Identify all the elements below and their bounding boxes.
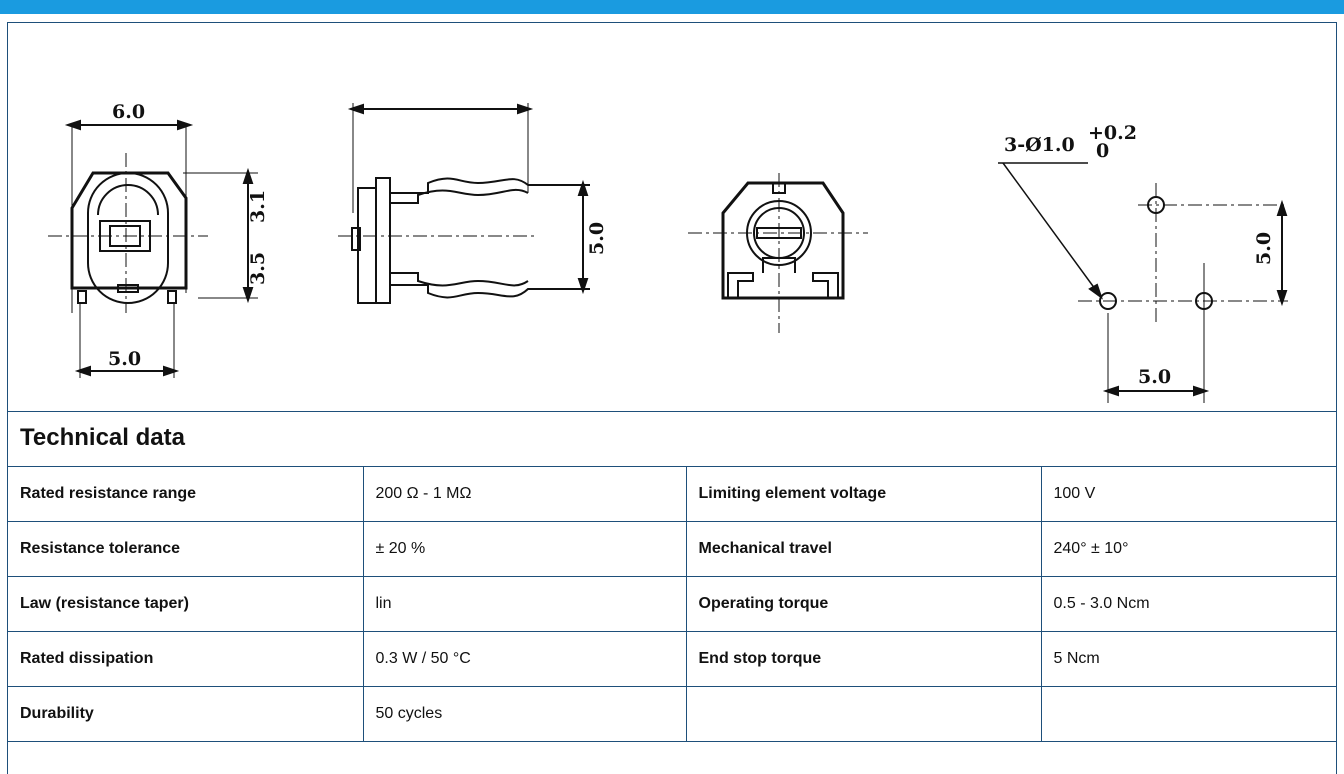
spec-value: 240° ± 10° [1040, 521, 1336, 577]
table-row: Durability 50 cycles [8, 686, 1336, 742]
datasheet-frame: 6.0 3.1 3.5 5.0 5.0 3-Ø1.0 +0.2 0 5.0 5.… [7, 22, 1337, 774]
section-title: Technical data [8, 411, 1336, 466]
spec-value: 0.3 W / 50 °C [362, 631, 687, 687]
spec-value: 50 cycles [362, 686, 687, 742]
back-view [688, 173, 868, 333]
dim-footprint-vertical: 5.0 [1253, 232, 1275, 265]
front-view [48, 119, 258, 378]
spec-value: 0.5 - 3.0 Ncm [1040, 576, 1336, 632]
spec-label [685, 686, 1042, 742]
dim-hole-tol-upper: +0.2 [1088, 122, 1137, 144]
dimension-drawing: 6.0 3.1 3.5 5.0 5.0 3-Ø1.0 +0.2 0 5.0 5.… [8, 23, 1336, 411]
spec-value [1040, 686, 1336, 742]
spec-value: lin [362, 576, 687, 632]
dim-pin-spacing: 5.0 [108, 348, 141, 370]
spec-value: ± 20 % [362, 521, 687, 577]
top-accent-bar [0, 0, 1344, 14]
footprint-view [998, 162, 1288, 403]
spec-label: Rated resistance range [8, 466, 364, 522]
spec-label: Rated dissipation [8, 631, 364, 687]
spec-label: Mechanical travel [685, 521, 1042, 577]
technical-data-table: Rated resistance range 200 Ω - 1 MΩ Limi… [8, 466, 1336, 742]
dim-hole-tol-lower: 0 [1096, 140, 1109, 162]
spec-value: 5 Ncm [1040, 631, 1336, 687]
side-view [338, 103, 590, 304]
spec-label: End stop torque [685, 631, 1042, 687]
dim-upper: 3.1 [247, 190, 269, 223]
spec-label: Limiting element voltage [685, 466, 1042, 522]
spec-label: Durability [8, 686, 364, 742]
table-row: Resistance tolerance ± 20 % Mechanical t… [8, 521, 1336, 577]
dim-footprint-horizontal: 5.0 [1138, 366, 1171, 388]
dim-side-height: 5.0 [586, 222, 608, 255]
spec-label: Resistance tolerance [8, 521, 364, 577]
spec-label: Operating torque [685, 576, 1042, 632]
dim-front-width: 6.0 [112, 101, 145, 123]
table-row: Rated resistance range 200 Ω - 1 MΩ Limi… [8, 466, 1336, 522]
spec-value: 200 Ω - 1 MΩ [362, 466, 687, 522]
dim-hole-spec: 3-Ø1.0 [1004, 134, 1075, 156]
technical-drawing-svg: 6.0 3.1 3.5 5.0 5.0 3-Ø1.0 +0.2 0 5.0 5.… [48, 101, 1288, 403]
spec-value: 100 V [1040, 466, 1336, 522]
table-row: Rated dissipation 0.3 W / 50 °C End stop… [8, 631, 1336, 687]
spec-label: Law (resistance taper) [8, 576, 364, 632]
dim-lower: 3.5 [247, 252, 269, 285]
table-row: Law (resistance taper) lin Operating tor… [8, 576, 1336, 632]
